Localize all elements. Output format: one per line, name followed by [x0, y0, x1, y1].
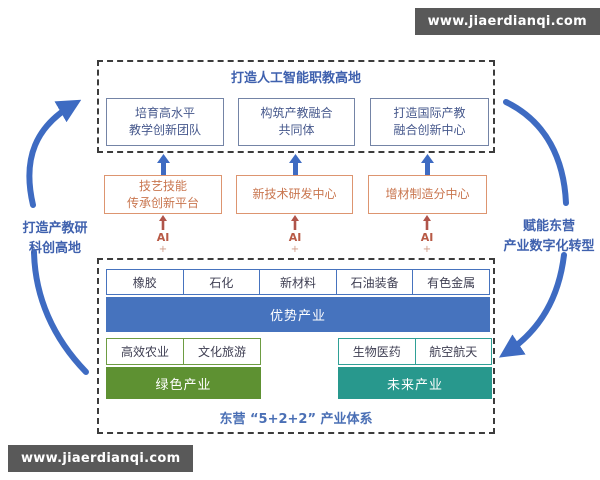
plus-label: +	[158, 244, 168, 255]
industry-cell-petrochemical: 石化	[182, 269, 261, 295]
red-up-arrow-icon	[423, 215, 431, 230]
education-box-international-center: 打造国际产教 融合创新中心	[370, 98, 489, 146]
education-box-teaching-team: 培育高水平 教学创新团队	[106, 98, 224, 146]
ai-label: AI	[420, 231, 434, 244]
left-goal-label: 打造产教研 科创高地	[22, 221, 88, 256]
industry-cell-rubber: 橡胶	[106, 269, 184, 295]
advantage-industry-bar: 优势产业	[106, 297, 490, 332]
red-up-arrow-icon	[291, 215, 299, 230]
ai-plus-connector: AI +	[143, 215, 183, 255]
green-industry-bar: 绿色产业	[106, 367, 261, 399]
right-goal-label: 赋能东营 产业数字化转型	[503, 219, 595, 254]
plus-label: +	[290, 244, 300, 255]
platform-box-new-tech-rd-center: 新技术研发中心	[236, 175, 353, 214]
right-curve-lower-arrow	[498, 252, 567, 358]
industry-cell-nonferrous-metals: 有色金属	[412, 269, 490, 295]
education-zone: 打造人工智能职教高地 培育高水平 教学创新团队 构筑产教融合 共同体 打造国际产…	[97, 60, 495, 153]
advantage-industry-cells: 橡胶 石化 新材料 石油装备 有色金属	[106, 269, 490, 295]
left-curve-lower	[31, 249, 89, 375]
industry-cell-new-materials: 新材料	[259, 269, 337, 295]
industry-cell-efficient-agriculture: 高效农业	[106, 338, 184, 365]
future-industry-bar: 未来产业	[338, 367, 492, 399]
future-industry-cells: 生物医药 航空航天	[338, 338, 492, 365]
ai-plus-connector: AI +	[407, 215, 447, 255]
green-industry-group: 高效农业 文化旅游 绿色产业	[106, 338, 261, 399]
industry-zone-caption: 东营 “5+2+2” 产业体系	[219, 412, 373, 427]
ai-label: AI	[288, 231, 302, 244]
up-arrow-icon	[289, 154, 302, 176]
left-curve-upper-arrow	[26, 99, 82, 208]
industry-cell-aerospace: 航空航天	[414, 338, 492, 365]
future-industry-group: 生物医药 航空航天 未来产业	[338, 338, 492, 399]
right-curve-upper	[503, 99, 569, 206]
platform-box-skills-inheritance: 技艺技能 传承创新平台	[104, 175, 222, 214]
watermark-bottom: www.jiaerdianqi.com	[8, 445, 194, 472]
ai-label: AI	[156, 231, 170, 244]
ai-plus-connector: AI +	[275, 215, 315, 255]
education-box-community: 构筑产教融合 共同体	[238, 98, 355, 146]
plus-label: +	[422, 244, 432, 255]
red-up-arrow-icon	[159, 215, 167, 230]
platform-box-additive-mfg-center: 增材制造分中心	[368, 175, 487, 214]
up-arrow-icon	[157, 154, 170, 176]
industry-cell-culture-tourism: 文化旅游	[183, 338, 261, 365]
up-arrow-icon	[421, 154, 434, 176]
education-zone-title: 打造人工智能职教高地	[230, 71, 361, 86]
industry-zone: 橡胶 石化 新材料 石油装备 有色金属 优势产业 高效农业 文化旅游 绿色产业 …	[97, 258, 495, 434]
green-industry-cells: 高效农业 文化旅游	[106, 338, 261, 365]
industry-cell-petroleum-equipment: 石油装备	[335, 269, 414, 295]
watermark-top: www.jiaerdianqi.com	[414, 8, 600, 35]
industry-cell-biomedicine: 生物医药	[338, 338, 416, 365]
